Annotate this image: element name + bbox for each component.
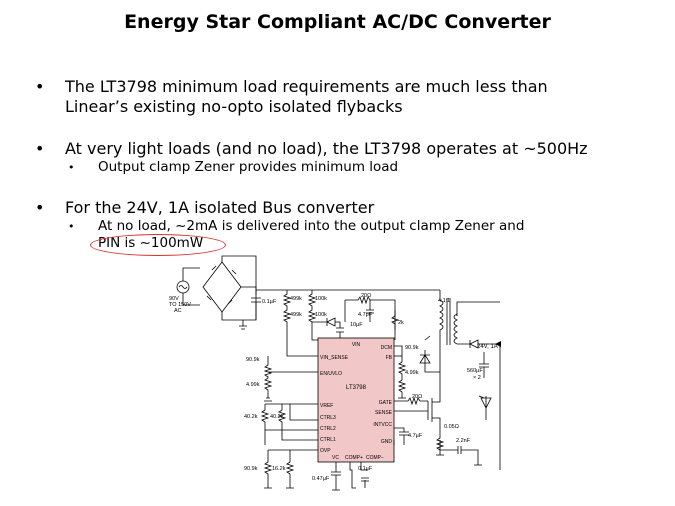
bullet-dot: • [35, 139, 45, 158]
label-c-10u: 10µF [350, 322, 363, 328]
sub-bullet-text: At no load, ~2mA is delivered into the o… [98, 218, 525, 234]
label-transformer: 4:1:1 [438, 298, 450, 304]
label-c-47u: 4.7µF [408, 433, 423, 439]
bullet-text: The LT3798 minimum load requirements are… [65, 77, 548, 96]
pin-right: DCM [381, 345, 392, 351]
label-r-909-r: 90.9k [405, 345, 419, 351]
highlight-oval [90, 234, 226, 256]
pin-vin: VIN [352, 342, 361, 348]
label-r-2k: 2k [398, 320, 404, 326]
sub-bullet-text: Output clamp Zener provides minimum load [98, 159, 399, 175]
label-r-499-l: 4.99k [246, 382, 260, 388]
bullet-text: At very light loads (and no load), the L… [65, 139, 588, 158]
label-c-22n: 2.2nF [456, 438, 471, 444]
label-r-909-b: 90.9k [244, 466, 258, 472]
pin-left: CTRL3 [320, 415, 336, 421]
label-r-402-a: 40.2k [244, 414, 258, 420]
ic-lt3798 [317, 337, 395, 463]
label-r-909-l: 90.9k [246, 357, 260, 363]
label-c-01: 0.1µF [358, 466, 373, 472]
pin-right: FB [386, 355, 393, 361]
pin-bottom: COMP− [366, 455, 384, 461]
pin-right: GATE [379, 400, 393, 406]
bullet-dot: • [35, 198, 45, 217]
label-c-047: 0.47µF [312, 476, 330, 482]
bullet-dot: • [35, 77, 45, 96]
label-r-20: 20Ω [361, 293, 371, 299]
bridge-rectifier-icon [202, 261, 242, 313]
slide-title: Energy Star Compliant AC/DC Converter [124, 11, 551, 33]
label-input: TO 150V [169, 302, 191, 308]
bullet-dot: • [68, 161, 75, 174]
label-input: 90V [169, 296, 179, 302]
pin-bottom: VC [332, 455, 339, 461]
label-r-20-g: 20Ω [412, 394, 422, 400]
pin-left: OVP [320, 448, 331, 454]
label-r-top2: 499k [290, 312, 302, 318]
pin-right: GND [381, 439, 393, 445]
bullet-text: Linear’s existing no-opto isolated flyba… [65, 97, 403, 116]
transformer-primary [439, 290, 444, 340]
bullet-text: For the 24V, 1A isolated Bus converter [65, 198, 375, 217]
ic-name: LT3798 [346, 385, 367, 391]
pin-left: CTRL1 [320, 437, 336, 443]
label-r-top1: 499k [290, 296, 302, 302]
label-c-47p: 4.7pF [358, 312, 373, 318]
label-r-402-b: 40.2k [270, 414, 284, 420]
pin-left: EN/UVLO [320, 371, 342, 377]
bullet-dot: • [68, 220, 75, 233]
pin-left: CTRL2 [320, 426, 336, 432]
label-r-499-r: 4.99k [405, 370, 419, 376]
pin-right: INTVCC [373, 422, 392, 428]
pin-left: VREF [320, 403, 333, 409]
label-r-005: 0.05Ω [444, 424, 459, 430]
label-r-100k-1: 100k [315, 296, 327, 302]
label-c-out-n: × 2 [473, 375, 481, 381]
label-output: 24V, 1A [477, 344, 498, 350]
label-r-162: 16.2k [272, 466, 286, 472]
label-input: AC [174, 308, 182, 314]
label-r-100k-2: 100k [315, 312, 327, 318]
pin-bottom: COMP+ [345, 455, 363, 461]
label-c-in: 0.1µF [262, 299, 277, 305]
label-c-out: 560µF [467, 368, 483, 374]
pin-left: VIN_SENSE [320, 355, 349, 361]
pin-right: SENSE [375, 410, 393, 416]
